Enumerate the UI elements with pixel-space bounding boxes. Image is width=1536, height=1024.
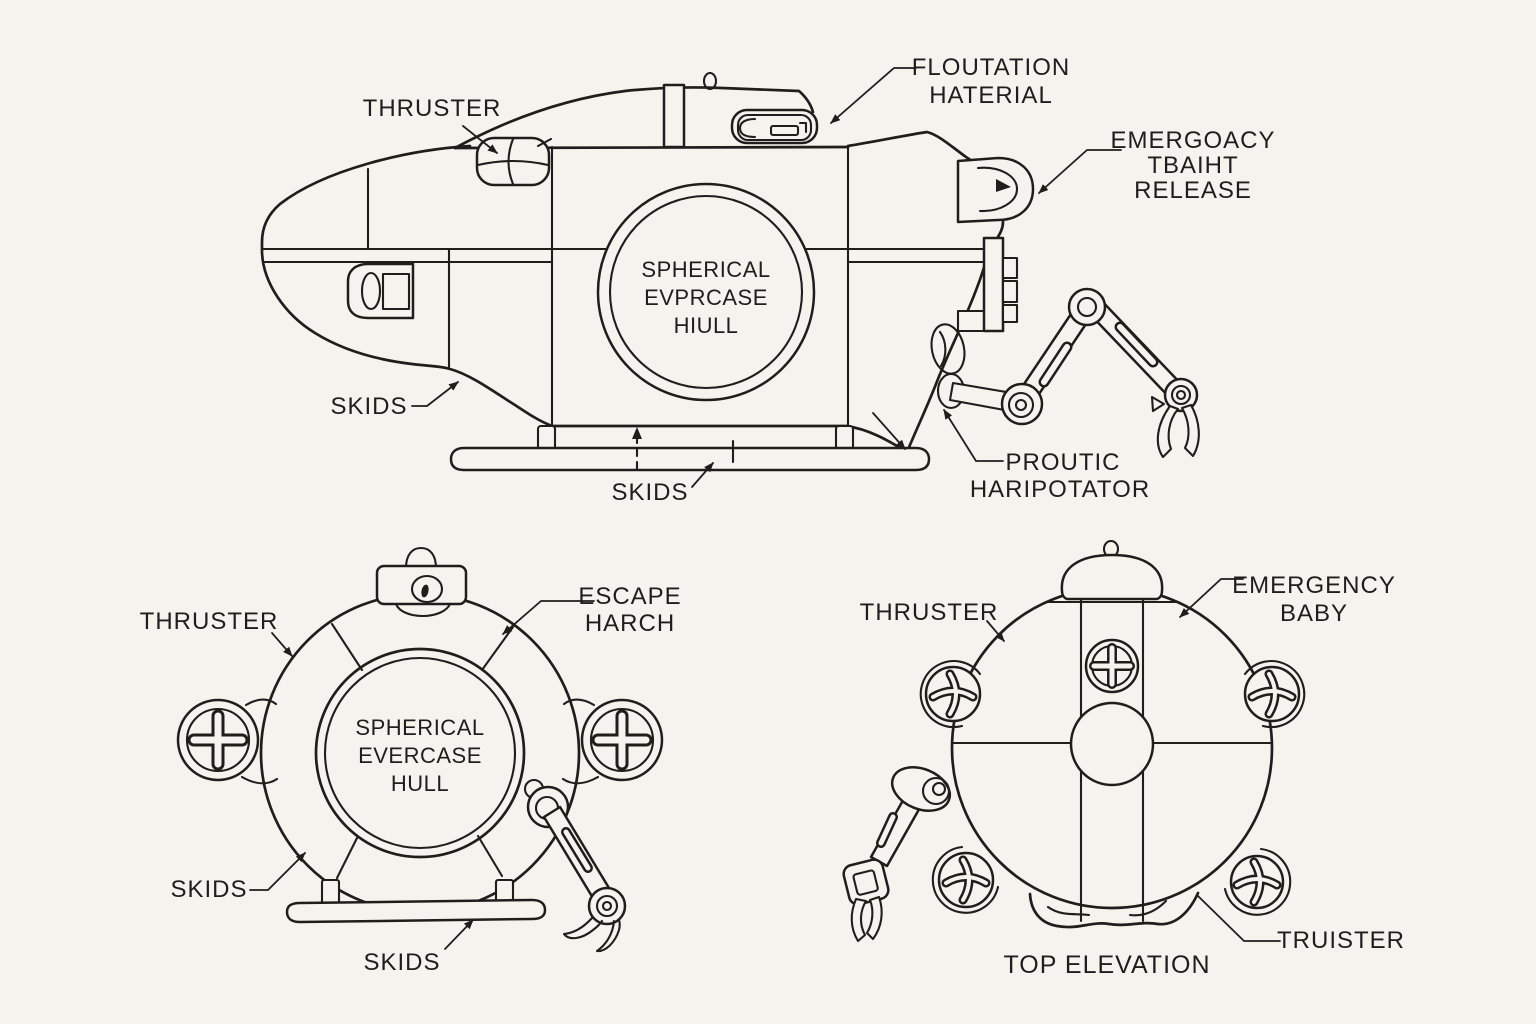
leader-manipulator [943,409,1004,462]
leader-thruster-lower [1197,895,1281,942]
side-sail-fairing [453,71,815,150]
label-escape-line1: ESCAPE [578,583,681,610]
label-floatation-line2: HATERIAL [929,82,1053,109]
top-hull-circle [950,539,1274,923]
front-elevation-view: SPHERICAL EVERCASE HULL [140,546,681,976]
leader-thruster-front [271,632,293,657]
leader-thruster-side [462,125,498,154]
label-emergency-release-line1: EMERGOACY [1110,127,1275,154]
front-hull-circles: SPHERICAL EVERCASE HULL [259,592,581,914]
side-hull-outline [260,130,1005,454]
side-hull-label-line2: EVPRCASE [644,285,768,310]
label-skids-side-bottom: SKIDS [611,479,688,506]
side-hull-label-line3: HIULL [674,313,739,338]
side-manipulator-arm [930,287,1200,459]
top-thruster-upper-right [1243,660,1306,729]
side-mast [662,83,686,149]
label-thruster-top: THRUSTER [860,599,999,626]
top-claw-finger [850,897,868,943]
label-emergency-release-line3: RELEASE [1134,177,1252,204]
side-mast-knob [702,71,718,91]
front-thruster-right [561,698,664,785]
top-center-port [1069,701,1155,787]
top-thruster-lower-left [931,845,1000,914]
side-claw-finger [1180,403,1200,458]
front-claw-finger [562,916,604,940]
top-thruster-upper-left [919,660,982,729]
top-skid-shadow [1028,891,1200,929]
leader-escape-hatch [502,600,595,635]
label-skids-front-bottom: SKIDS [363,949,440,976]
side-skids [449,424,931,472]
label-thruster-side: THRUSTER [363,95,502,122]
front-claw-finger [595,918,621,953]
top-leader-lines [986,578,1281,942]
top-dome [1060,553,1164,601]
front-skids [285,878,547,924]
label-emergency-line2: BABY [1280,600,1348,627]
side-claw-finger [1156,404,1180,459]
label-thruster-front: THRUSTER [140,608,279,635]
label-skids-side-left: SKIDS [330,393,407,420]
leader-skids-front-left [249,852,306,891]
side-nose-viewport [346,262,415,320]
side-leader-lines [411,67,1122,488]
front-spokes [330,622,515,880]
leader-emergency [1179,578,1244,618]
side-stern-panel [956,236,1019,333]
label-emergency-line1: EMERGENCY [1232,572,1396,599]
front-manipulator-arm [523,778,627,953]
leader-emergency-release [1038,149,1122,194]
label-escape-line2: HARCH [585,610,675,637]
view-caption-top-elevation: TOP ELEVATION [1003,951,1210,979]
label-emergency-release-line2: TBAIHT [1147,152,1238,179]
front-hull-label-line3: HULL [391,771,449,796]
leader-floatation [830,67,917,124]
leader-skids-bottom [691,462,714,488]
leader-skids-front-bottom [444,919,474,950]
side-emergency-release-pod [956,156,1035,224]
front-leader-lines [249,600,595,950]
top-claw-finger [865,895,883,941]
side-floatation-pod [730,108,819,145]
leader-skids-left [411,381,459,407]
label-manipulator-line2: HARIPOTATOR [970,476,1150,503]
front-escape-hatch [375,546,468,618]
leader-skid-end [872,412,906,450]
top-thruster-lower-right [1223,847,1292,916]
side-pressure-hull-circle: SPHERICAL EVPRCASE HIULL [596,182,816,402]
label-thruster-lower: TRUISTER [1277,927,1405,954]
front-hull-label-line2: EVERCASE [358,743,482,768]
label-floatation-line1: FLOUTATION [912,54,1070,81]
side-elevation-view: SPHERICAL EVPRCASE HIULL [260,54,1275,506]
front-thruster-left [176,698,279,785]
top-elevation-view: THRUSTER EMERGENCY BABY TRUISTER TOP ELE… [842,539,1405,979]
side-hull-label-line1: SPHERICAL [641,257,770,282]
leader-thruster-top [986,620,1005,642]
label-manipulator-line1: PROUTIC [1006,449,1121,476]
front-hull-label-line1: SPHERICAL [355,715,484,740]
top-manipulator-arm [842,766,952,943]
label-skids-front-left: SKIDS [170,876,247,903]
